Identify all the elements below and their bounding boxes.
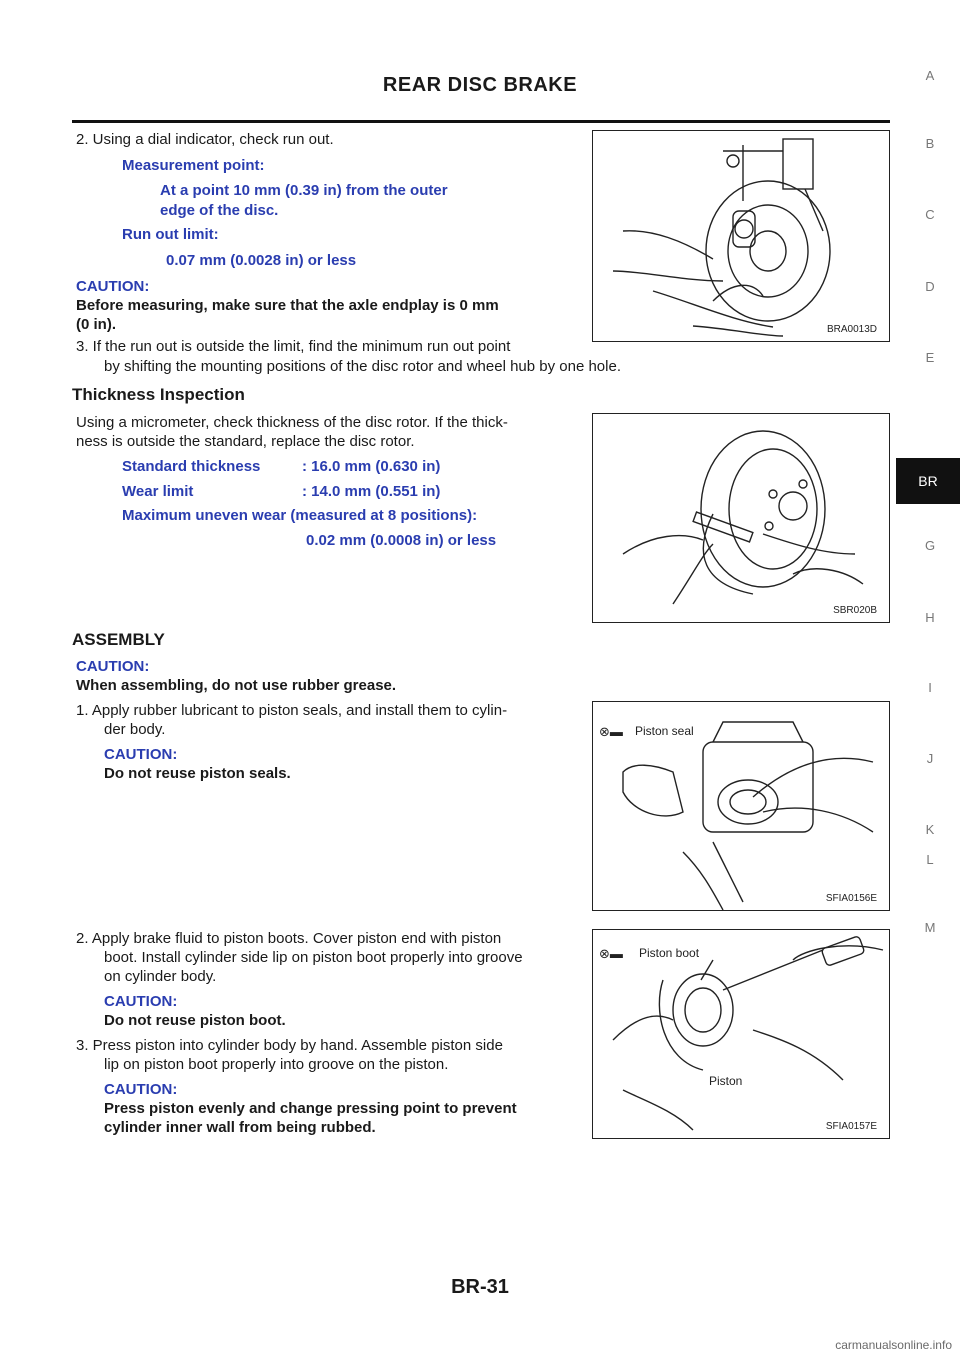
assembly-step1-line-1: 1. Apply rubber lubricant to piston seal…: [76, 702, 508, 719]
no-reuse-icon: ⊗▬: [599, 724, 623, 739]
caution-text-2: (0 in).: [76, 316, 116, 333]
measurement-value-1: At a point 10 mm (0.39 in) from the oute…: [160, 182, 448, 199]
watermark: carmanualsonline.info: [835, 1338, 952, 1352]
assembly-step1-line-2: der body.: [104, 721, 166, 738]
std-thickness-label: Standard thickness: [122, 458, 261, 475]
figure-code: BRA0013D: [826, 324, 877, 335]
assembly-heading: ASSEMBLY: [72, 630, 165, 649]
dial-indicator-illustration: [612, 138, 831, 337]
piston-seal-label: Piston seal: [635, 724, 694, 738]
wear-limit-value: : 14.0 mm (0.551 in): [302, 483, 441, 500]
sidebar-item-g[interactable]: G: [924, 538, 936, 553]
figure-dial-indicator: BRA0013D: [592, 130, 890, 342]
sidebar-item-br[interactable]: BR: [896, 458, 960, 504]
page-number: BR-31: [451, 1276, 509, 1298]
measurement-value-2: edge of the disc.: [160, 202, 279, 219]
piston-seal-illustration: [622, 721, 874, 910]
figure-code: SFIA0156E: [825, 893, 877, 904]
sidebar-item-j[interactable]: J: [926, 751, 934, 766]
std-thickness-value: : 16.0 mm (0.630 in): [302, 458, 441, 475]
step3-caution-text-1: Press piston evenly and change pressing …: [104, 1100, 517, 1117]
sidebar-item-h[interactable]: H: [925, 610, 935, 625]
thickness-heading: Thickness Inspection: [72, 385, 245, 404]
piston-boot-label: Piston boot: [639, 946, 700, 960]
assembly-step3-line-2: lip on piston boot properly into groove …: [104, 1056, 449, 1073]
assembly-step3-line-1: 3. Press piston into cylinder body by ha…: [76, 1037, 503, 1054]
sidebar-item-d[interactable]: D: [925, 279, 935, 294]
assembly-caution-text: When assembling, do not use rubber greas…: [76, 677, 397, 694]
step2-caution-label: CAUTION:: [104, 993, 178, 1010]
measurement-label: Measurement point:: [122, 157, 265, 174]
uneven-wear-value: 0.02 mm (0.0008 in) or less: [306, 532, 497, 549]
step3-caution-label: CAUTION:: [104, 1081, 178, 1098]
header-rule: [72, 120, 890, 123]
assembly-step2-line-2: boot. Install cylinder side lip on pisto…: [104, 949, 523, 966]
step2-text: 2. Using a dial indicator, check run out…: [76, 131, 334, 148]
caution-label: CAUTION:: [76, 278, 150, 295]
figure-code: SBR020B: [833, 605, 877, 616]
sidebar-item-m[interactable]: M: [924, 920, 936, 935]
sidebar-item-a[interactable]: A: [925, 68, 935, 83]
figure-piston-seal: ⊗▬ Piston seal SFIA0156E: [592, 701, 890, 911]
assembly-step2-line-3: on cylinder body.: [104, 968, 217, 985]
sidebar-item-k[interactable]: K: [925, 822, 935, 837]
figure-piston-boot: ⊗▬ Piston boot Piston SFIA0157E: [592, 929, 890, 1139]
sidebar-item-i[interactable]: I: [928, 680, 932, 695]
uneven-wear-label: Maximum uneven wear (measured at 8 posit…: [122, 507, 478, 524]
assembly-step2-line-1: 2. Apply brake fluid to piston boots. Co…: [76, 930, 502, 947]
sidebar-item-e[interactable]: E: [925, 350, 935, 365]
step2-caution-text: Do not reuse piston boot.: [104, 1012, 286, 1029]
figure-code: SFIA0157E: [825, 1121, 877, 1132]
caution-text-1: Before measuring, make sure that the axl…: [76, 297, 499, 314]
step1-caution-label: CAUTION:: [104, 746, 178, 763]
piston-label: Piston: [709, 1074, 743, 1088]
runout-label: Run out limit:: [122, 226, 219, 243]
thickness-line-1: Using a micrometer, check thickness of t…: [76, 414, 508, 431]
sidebar-item-c[interactable]: C: [925, 207, 935, 222]
step3-caution-text-2: cylinder inner wall from being rubbed.: [104, 1119, 376, 1136]
wear-limit-label: Wear limit: [122, 483, 194, 500]
assembly-caution-label: CAUTION:: [76, 658, 150, 675]
sidebar-item-l[interactable]: L: [926, 852, 934, 867]
runout-value: 0.07 mm (0.0028 in) or less: [166, 252, 357, 269]
thickness-line-2: ness is outside the standard, replace th…: [76, 433, 415, 450]
sidebar-item-b[interactable]: B: [925, 136, 935, 151]
piston-boot-illustration: [612, 936, 884, 1131]
step1-caution-text: Do not reuse piston seals.: [104, 765, 291, 782]
step3-line-1: 3. If the run out is outside the limit, …: [76, 338, 511, 355]
figure-micrometer: SBR020B: [592, 413, 890, 623]
step3-line-2: by shifting the mounting positions of th…: [104, 358, 621, 375]
micrometer-illustration: [622, 430, 864, 605]
page-title: REAR DISC BRAKE: [382, 74, 578, 96]
no-reuse-icon: ⊗▬: [599, 946, 623, 961]
